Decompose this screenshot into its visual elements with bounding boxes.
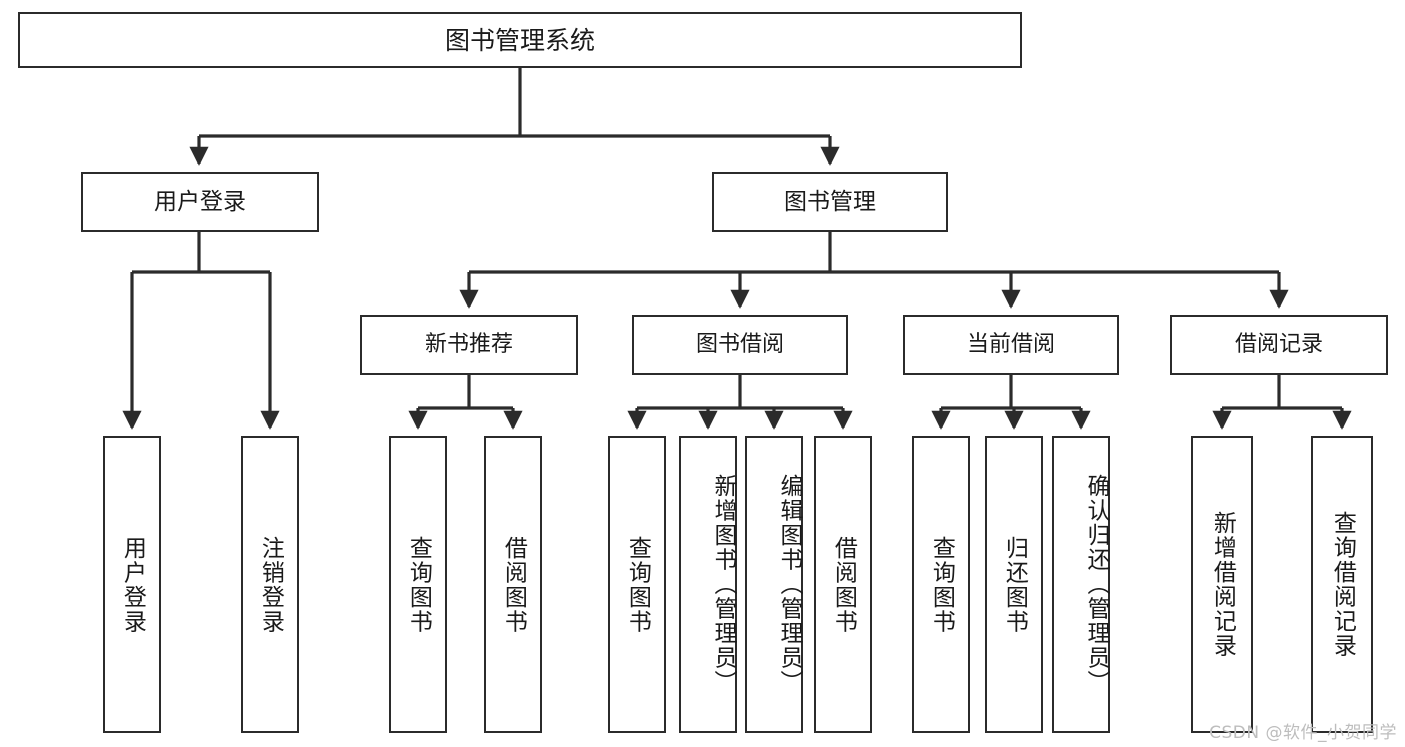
leaf-query-book-current[interactable]: 查询图书 — [912, 436, 970, 733]
leaf-user-login[interactable]: 用户登录 — [103, 436, 161, 733]
node-borrow-records[interactable]: 借阅记录 — [1170, 315, 1388, 375]
leaf-return-book[interactable]: 归还图书 — [985, 436, 1043, 733]
leaf-borrow-book[interactable]: 借阅图书 — [814, 436, 872, 733]
watermark: CSDN @软件_小贺同学 — [1209, 723, 1397, 743]
leaf-logout[interactable]: 注销登录 — [241, 436, 299, 733]
node-user-login[interactable]: 用户登录 — [81, 172, 319, 232]
node-book-borrow[interactable]: 图书借阅 — [632, 315, 848, 375]
leaf-query-book-borrow[interactable]: 查询图书 — [608, 436, 666, 733]
leaf-edit-book-admin[interactable]: 编辑图书（管理员） — [745, 436, 803, 733]
leaf-query-borrow-record[interactable]: 查询借阅记录 — [1311, 436, 1373, 733]
leaf-confirm-return-admin[interactable]: 确认归还（管理员） — [1052, 436, 1110, 733]
node-root-system[interactable]: 图书管理系统 — [18, 12, 1022, 68]
node-current-borrow[interactable]: 当前借阅 — [903, 315, 1119, 375]
leaf-add-borrow-record[interactable]: 新增借阅记录 — [1191, 436, 1253, 733]
node-book-management[interactable]: 图书管理 — [712, 172, 948, 232]
leaf-query-book-recommendation[interactable]: 查询图书 — [389, 436, 447, 733]
leaf-borrow-book-recommendation[interactable]: 借阅图书 — [484, 436, 542, 733]
node-new-book-recommendation[interactable]: 新书推荐 — [360, 315, 578, 375]
leaf-add-book-admin[interactable]: 新增图书（管理员） — [679, 436, 737, 733]
